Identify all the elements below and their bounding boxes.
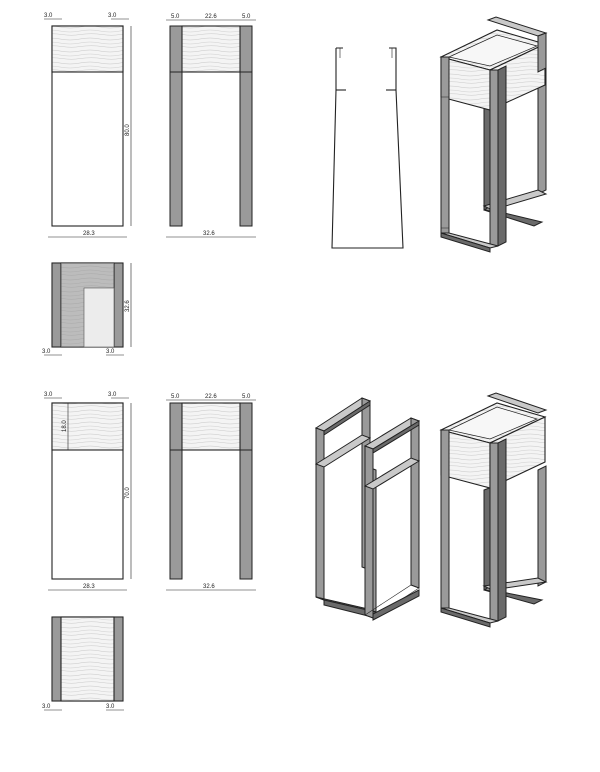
set2-exploded-frames [314, 397, 421, 621]
set2-side-right-dim: 5.0 [242, 394, 251, 400]
set1-top-right-dim: 3.0 [106, 349, 115, 355]
set2-side-width-dim: 32.6 [203, 584, 215, 590]
set1-front-width-dim: 28.3 [83, 231, 95, 237]
set1-front-height-dim: 80.0 [125, 124, 131, 136]
set2-front-view: 3.0 3.0 18.0 70.0 28.3 [44, 392, 132, 591]
set1-side-width-dim: 32.6 [203, 231, 215, 237]
set1-front-view: 3.0 3.0 80.0 28.3 [44, 13, 132, 238]
set1-side-mid-dim: 22.6 [205, 14, 217, 20]
set2-isometric-view [439, 392, 548, 628]
set2-side-mid-dim: 22.6 [205, 394, 217, 400]
set1-front-right-dim: 3.0 [108, 13, 117, 19]
set2-front-width-dim: 28.3 [83, 584, 95, 590]
set2-front-height-dim: 70.0 [125, 487, 131, 499]
set2-side-view: 5.0 22.6 5.0 32.6 [166, 394, 256, 591]
set1-side-view: 5.0 22.6 5.0 32.6 [166, 14, 256, 238]
set1-front-left-dim: 3.0 [44, 13, 53, 19]
set2-front-right-dim: 3.0 [108, 392, 117, 398]
set2-front-box-dim: 18.0 [62, 420, 68, 432]
set1-side-left-dim: 5.0 [171, 14, 180, 20]
set1-section-outline [331, 47, 404, 249]
set1-side-right-dim: 5.0 [242, 14, 251, 20]
set2-front-left-dim: 3.0 [44, 392, 53, 398]
set2-top-right-dim: 3.0 [106, 704, 115, 710]
set1-top-left-dim: 3.0 [42, 349, 51, 355]
set1-top-view: 32.6 3.0 3.0 [42, 262, 132, 356]
set2-top-view: 3.0 3.0 [42, 616, 124, 711]
set1-top-depth-dim: 32.6 [125, 300, 131, 312]
set2-side-left-dim: 5.0 [171, 394, 180, 400]
set1-isometric-view [439, 16, 548, 253]
set2-top-left-dim: 3.0 [42, 704, 51, 710]
